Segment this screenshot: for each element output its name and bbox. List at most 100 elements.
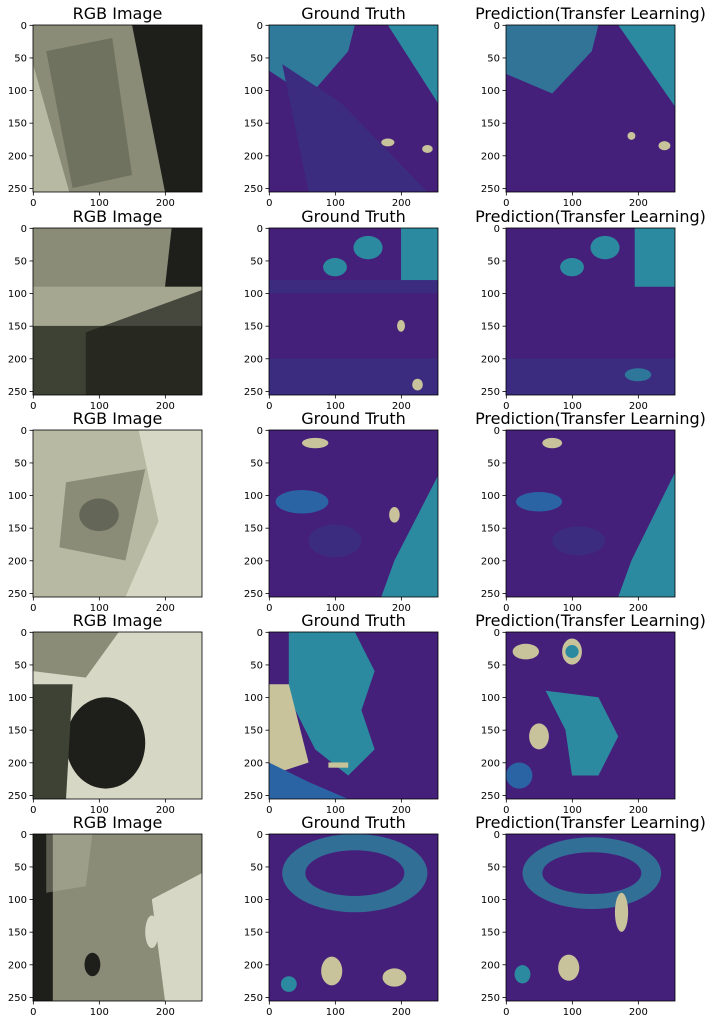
x-tick-label: 0 — [30, 198, 36, 209]
axes-frame — [268, 631, 439, 800]
y-tick-label: 250 — [481, 589, 500, 600]
panel-pred-1: Prediction(Transfer Learning)05010015020… — [475, 4, 706, 209]
image-region — [560, 258, 584, 277]
x-tick-label: 0 — [266, 1007, 272, 1018]
y-tick-label: 200 — [481, 758, 500, 769]
panel-title: RGB Image — [73, 4, 163, 23]
y-tick-label: 0 — [21, 426, 27, 437]
image-region — [565, 645, 579, 659]
axes-frame — [505, 24, 676, 193]
x-tick-label: 100 — [563, 401, 582, 412]
gt-image — [269, 430, 438, 597]
x-tick-label: 200 — [156, 603, 175, 614]
image-region — [618, 25, 675, 107]
y-tick-label: 100 — [481, 895, 500, 906]
y-tick-label: 150 — [244, 726, 263, 737]
axes-frame — [268, 833, 439, 1002]
y-tick-label: 100 — [244, 86, 263, 97]
y-tick-label: 200 — [8, 960, 27, 971]
x-tick-label: 0 — [503, 1007, 509, 1018]
x-tick-label: 0 — [503, 805, 509, 816]
gt-image — [269, 834, 438, 1001]
y-tick-label: 100 — [244, 491, 263, 502]
image-region — [66, 697, 146, 789]
y-tick-label: 200 — [481, 151, 500, 162]
image-region — [269, 762, 349, 799]
image-region — [302, 437, 329, 449]
y-tick-label: 250 — [8, 791, 27, 802]
image-region — [381, 475, 438, 597]
y-tick-label: 0 — [257, 21, 263, 32]
y-tick-label: 100 — [481, 491, 500, 502]
y-tick-label: 50 — [14, 862, 27, 873]
y-tick-label: 0 — [21, 21, 27, 32]
y-tick-label: 50 — [250, 256, 263, 267]
rgb-image — [33, 834, 202, 1001]
x-tick-label: 100 — [90, 401, 109, 412]
pred-image — [506, 430, 675, 597]
panel-pred-2: Prediction(Transfer Learning)05010015020… — [475, 207, 706, 412]
y-tick-label: 150 — [244, 928, 263, 939]
axes-frame — [268, 227, 439, 396]
y-tick-label: 200 — [481, 960, 500, 971]
axes-frame — [268, 24, 439, 193]
y-tick-label: 200 — [8, 556, 27, 567]
image-region — [151, 873, 202, 1001]
panel-title: Ground Truth — [301, 4, 406, 23]
y-tick-label: 100 — [244, 693, 263, 704]
image-region — [125, 430, 202, 597]
image-region — [269, 358, 438, 395]
image-region — [545, 690, 619, 776]
x-tick-label: 0 — [30, 1007, 36, 1018]
panel-title: RGB Image — [73, 409, 163, 428]
y-tick-label: 50 — [487, 660, 500, 671]
image-region — [79, 498, 119, 532]
y-tick-label: 50 — [487, 256, 500, 267]
image-region — [382, 968, 407, 987]
y-tick-label: 100 — [8, 895, 27, 906]
x-tick-label: 100 — [563, 805, 582, 816]
y-tick-label: 150 — [8, 524, 27, 535]
y-tick-label: 100 — [8, 491, 27, 502]
axes-frame — [32, 429, 203, 598]
x-tick-label: 100 — [326, 603, 345, 614]
x-tick-label: 100 — [326, 805, 345, 816]
image-region — [275, 490, 329, 514]
axes-frame — [505, 833, 676, 1002]
x-tick-label: 0 — [503, 198, 509, 209]
y-tick-label: 50 — [14, 53, 27, 64]
image-region — [506, 25, 599, 94]
y-tick-label: 200 — [8, 151, 27, 162]
image-region — [506, 762, 533, 789]
axes-frame — [505, 227, 676, 396]
x-tick-label: 100 — [326, 401, 345, 412]
image-region — [590, 235, 620, 260]
x-tick-label: 100 — [90, 198, 109, 209]
y-tick-label: 50 — [14, 660, 27, 671]
image-region — [288, 632, 375, 776]
panel-title: Ground Truth — [301, 611, 406, 630]
y-tick-label: 250 — [481, 993, 500, 1004]
y-tick-label: 250 — [8, 589, 27, 600]
y-tick-label: 50 — [250, 660, 263, 671]
panel-title: Ground Truth — [301, 409, 406, 428]
x-tick-label: 200 — [392, 401, 411, 412]
image-region — [514, 965, 531, 984]
image-region — [33, 684, 73, 799]
x-tick-label: 0 — [503, 603, 509, 614]
image-region — [389, 506, 400, 523]
panel-title: RGB Image — [73, 813, 163, 832]
x-tick-label: 200 — [392, 805, 411, 816]
image-region — [33, 64, 70, 192]
image-region — [46, 38, 133, 189]
x-tick-label: 200 — [156, 198, 175, 209]
axes-frame — [32, 24, 203, 193]
pred-image — [506, 25, 675, 192]
panel-pred-4: Prediction(Transfer Learning)05010015020… — [475, 611, 706, 816]
panel-title: Prediction(Transfer Learning) — [475, 4, 706, 23]
y-tick-label: 150 — [481, 322, 500, 333]
